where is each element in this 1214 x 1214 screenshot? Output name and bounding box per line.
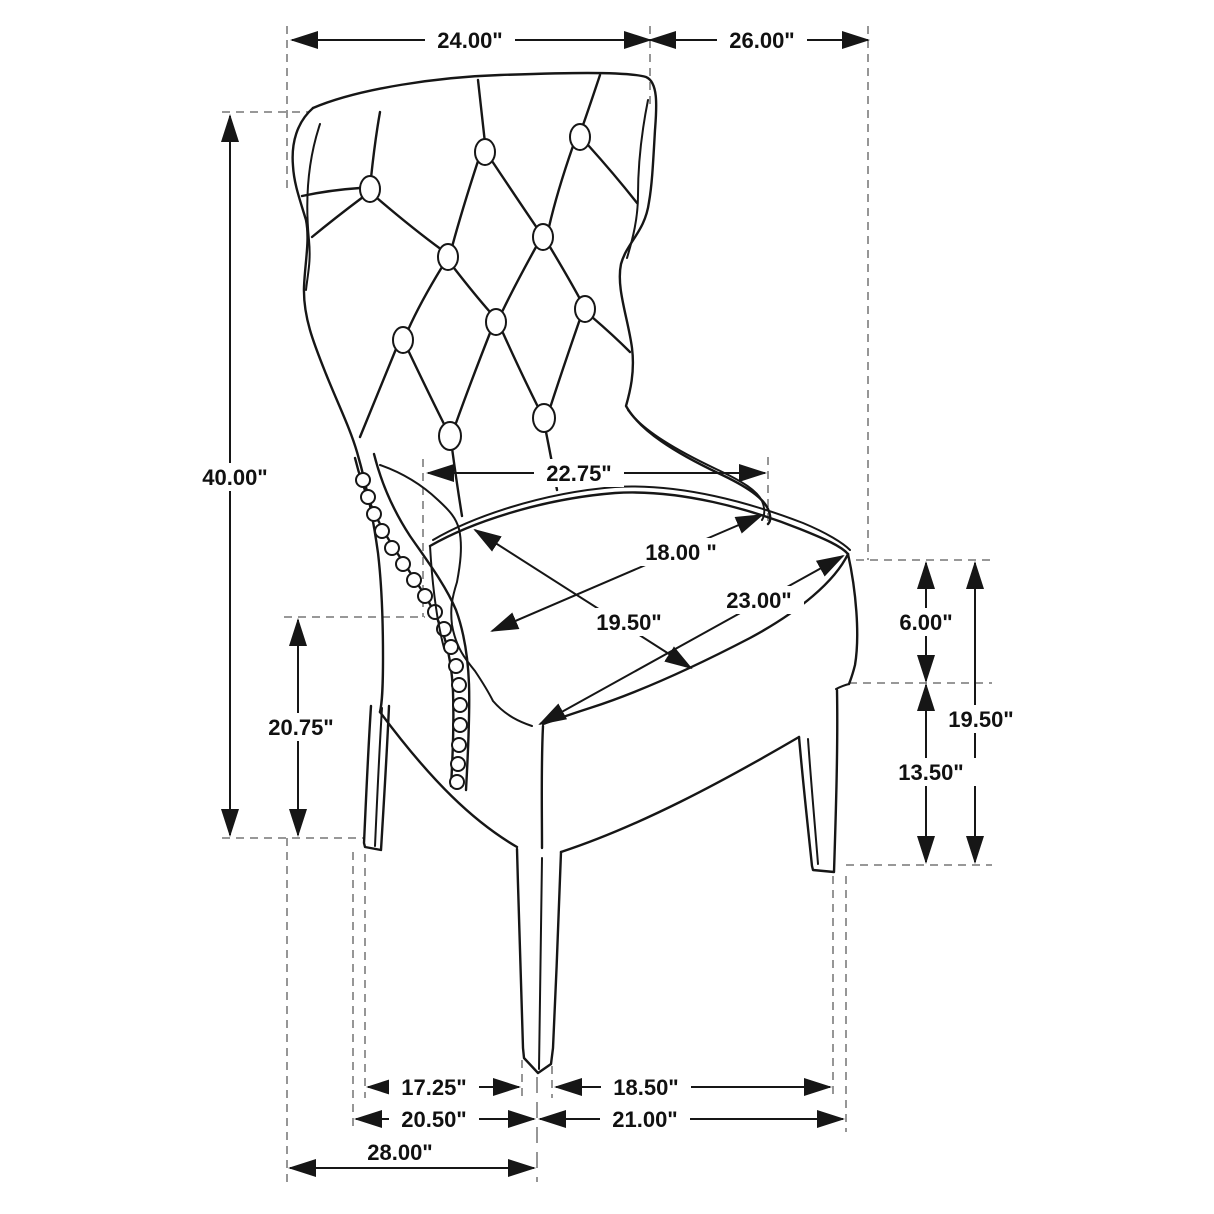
right-wing-inner-seam bbox=[626, 99, 649, 259]
skirt-bottom-right bbox=[559, 735, 801, 854]
nailhead-circles bbox=[355, 472, 468, 790]
dim-line-seat-diagonal bbox=[538, 555, 845, 725]
skirt-leg-corner bbox=[835, 683, 850, 690]
extension-lines bbox=[222, 26, 992, 1182]
label-base-span-right: 21.00" bbox=[612, 1107, 677, 1132]
chair-drawing bbox=[291, 71, 859, 1075]
tufting-buttons bbox=[359, 123, 596, 451]
label-depth-top: 26.00" bbox=[729, 28, 794, 53]
seat-left-edge bbox=[429, 545, 445, 649]
label-interior-width: 22.75" bbox=[546, 461, 611, 486]
label-seat-diagonal: 23.00" bbox=[726, 588, 791, 613]
left-wing-inner-seam bbox=[305, 123, 321, 291]
right-back-leg bbox=[797, 688, 839, 874]
skirt-front-corner-seam bbox=[540, 724, 545, 850]
label-seat-height: 19.50" bbox=[948, 707, 1013, 732]
tufting-seams bbox=[300, 73, 639, 518]
dimension-lines bbox=[221, 31, 984, 1177]
label-base-span-left: 20.50" bbox=[401, 1107, 466, 1132]
label-front-span-right: 18.50" bbox=[613, 1075, 678, 1100]
skirt-right-edge bbox=[846, 552, 859, 686]
dimension-labels: 24.00" 26.00" 40.00" 20.75" 22.75" 18.00… bbox=[197, 23, 1018, 1170]
seat-back-piping bbox=[432, 485, 851, 551]
front-leg bbox=[515, 847, 563, 1075]
label-leg-height: 13.50" bbox=[898, 760, 963, 785]
label-cushion-thick: 6.00" bbox=[899, 610, 952, 635]
skirt-bottom-left bbox=[378, 710, 519, 849]
chair-left-wing-outline bbox=[291, 106, 385, 714]
label-overall-height: 40.00" bbox=[202, 465, 267, 490]
chair-back-outline bbox=[311, 71, 772, 526]
label-front-span-left: 17.25" bbox=[401, 1075, 466, 1100]
label-seat-back-width: 18.00 " bbox=[645, 540, 717, 565]
label-base-depth: 28.00" bbox=[367, 1140, 432, 1165]
dimension-label-backgrounds bbox=[192, 27, 1026, 1133]
nailhead-trim bbox=[353, 452, 471, 792]
label-arm-panel-height: 20.75" bbox=[268, 715, 333, 740]
label-back-width-top: 24.00" bbox=[437, 28, 502, 53]
left-back-leg bbox=[362, 704, 391, 852]
left-arm-front-edge bbox=[379, 464, 533, 727]
label-seat-depth: 19.50" bbox=[596, 610, 661, 635]
